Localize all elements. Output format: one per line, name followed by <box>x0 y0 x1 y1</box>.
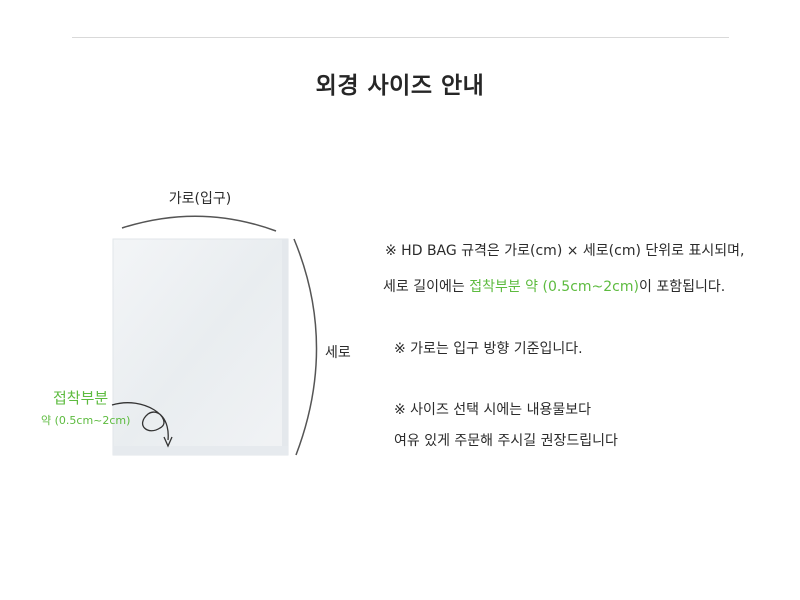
bag-seal-strip <box>113 446 288 455</box>
page-title: 외경 사이즈 안내 <box>315 73 485 99</box>
seal-arrowhead <box>163 436 173 448</box>
height-arc <box>293 238 318 456</box>
note-length-pre: 세로 길이에는 <box>383 279 470 295</box>
seal-pointer-arrow <box>111 402 169 441</box>
note-seal-highlight: 접착부분 약 (0.5cm~2cm) <box>469 279 639 295</box>
seal-area-size: 약 (0.5cm~2cm) <box>41 414 131 427</box>
bag-edge-right <box>282 239 288 455</box>
note-size-advice-1: ※ 사이즈 선택 시에는 내용물보다 <box>394 402 591 418</box>
note-size-advice-2: 여유 있게 주문해 주시길 권장드립니다 <box>394 433 618 449</box>
note-width-basis: ※ 가로는 입구 방향 기준입니다. <box>394 341 583 357</box>
note-length-includes-seal: 세로 길이에는 접착부분 약 (0.5cm~2cm)이 포함됩니다. <box>383 276 725 296</box>
bag-body <box>112 238 289 456</box>
top-divider <box>72 37 729 38</box>
width-arc <box>121 215 277 232</box>
note-spec-format: ※ HD BAG 규격은 가로(cm) × 세로(cm) 단위로 표시되며, <box>385 243 745 259</box>
note-length-post: 이 포함됩니다. <box>638 279 726 295</box>
seal-area-label: 접착부분 <box>53 389 109 407</box>
height-label: 세로 <box>325 345 351 361</box>
width-label: 가로(입구) <box>168 191 232 207</box>
